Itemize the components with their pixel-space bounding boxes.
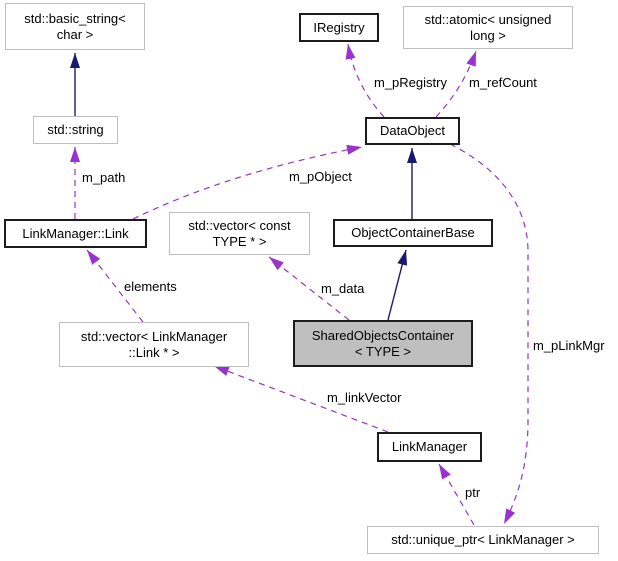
edge-label-m-data: m_data: [321, 281, 365, 296]
node-objectcontainerbase[interactable]: ObjectContainerBase: [333, 219, 493, 247]
edge-ptr: [438, 463, 475, 526]
node-sharedobjectscontainer: SharedObjectsContainer < TYPE >: [293, 320, 473, 367]
node-std-vector-linkmanager-link: std::vector< LinkManager ::Link * >: [59, 322, 249, 367]
edge-label-m-refcount: m_refCount: [469, 75, 537, 90]
node-linkmanager-link[interactable]: LinkManager::Link: [4, 219, 147, 248]
edge-label-m-path: m_path: [82, 170, 126, 185]
edge-m-data: [268, 256, 350, 321]
edge-label-m-linkvector: m_linkVector: [327, 390, 402, 405]
edge-m-pobject: [132, 144, 363, 220]
edge-m-linkvector: [213, 365, 389, 433]
node-std-unique-ptr-linkmanager: std::unique_ptr< LinkManager >: [367, 526, 599, 554]
node-dataobject[interactable]: DataObject: [365, 117, 460, 145]
node-iregistry[interactable]: IRegistry: [299, 13, 379, 42]
edge-label-m-pregistry: m_pRegistry: [374, 75, 447, 90]
edge-label-ptr: ptr: [465, 485, 481, 500]
node-linkmanager[interactable]: LinkManager: [377, 432, 482, 462]
edge-sharedobjectscontainer-inherits-objectcontainerbase: [387, 249, 408, 321]
edge-label-elements: elements: [124, 279, 177, 294]
edge-elements: [86, 249, 144, 323]
node-std-string: std::string: [33, 116, 118, 144]
edge-label-m-plinkmgr: m_pLinkMgr: [533, 338, 605, 353]
node-std-basic-string: std::basic_string< char >: [5, 3, 145, 50]
node-std-vector-const-type: std::vector< const TYPE * >: [169, 212, 310, 255]
edge-label-m-pobject: m_pObject: [289, 169, 352, 184]
node-std-atomic-unsigned-long: std::atomic< unsigned long >: [403, 6, 573, 49]
edge-m-refcount: [435, 50, 477, 118]
